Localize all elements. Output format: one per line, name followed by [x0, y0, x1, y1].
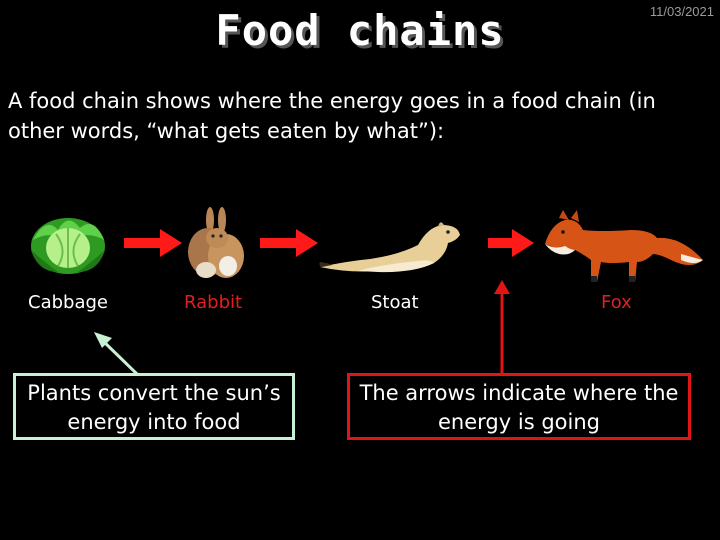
plants-callout-text: Plants convert the sun’s energy into foo…: [27, 381, 281, 434]
slide-title: Food chains: [215, 6, 505, 55]
chain-arrow-2: [260, 229, 318, 257]
chain-arrow-1: [124, 229, 182, 257]
intro-text: A food chain shows where the energy goes…: [8, 89, 656, 143]
stoat-icon: [319, 222, 460, 273]
slide-date: 11/03/2021: [649, 4, 714, 19]
fox-icon: [545, 210, 703, 282]
cabbage-callout-arrow: [94, 332, 140, 377]
chain-label-stoat: Stoat: [371, 292, 419, 313]
chain-label-rabbit: Rabbit: [184, 292, 243, 313]
arrows-callout-text: The arrows indicate where the energy is …: [359, 381, 679, 434]
chain-arrow-3: [488, 229, 534, 257]
cabbage-icon: [31, 218, 105, 274]
arrows-callout-box: The arrows indicate where the energy is …: [347, 373, 691, 440]
chain-label-fox: Fox: [601, 292, 632, 313]
chain-label-cabbage: Cabbage: [28, 292, 108, 313]
energy-callout-arrow: [494, 280, 510, 375]
plants-callout-box: Plants convert the sun’s energy into foo…: [13, 373, 295, 440]
rabbit-icon: [188, 207, 244, 278]
